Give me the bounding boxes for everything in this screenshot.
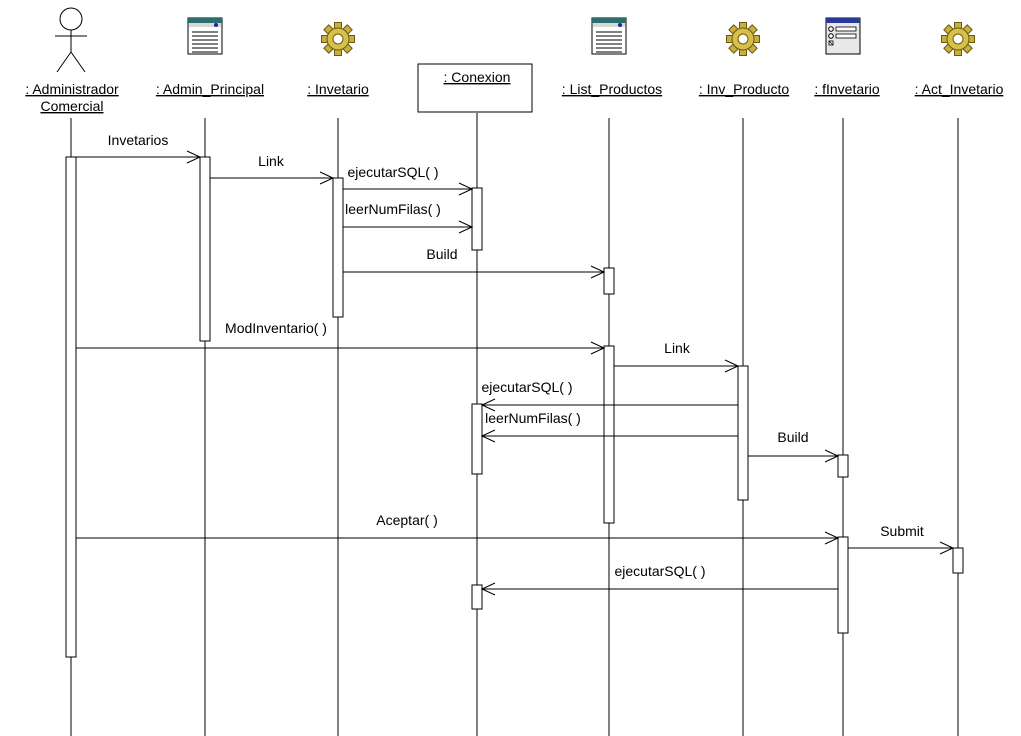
message-12: Submit (848, 523, 955, 555)
activation-bar-finv (837, 454, 849, 478)
message-label: Build (426, 246, 457, 262)
conexion-object-box (417, 63, 533, 113)
message-label: Link (258, 153, 285, 169)
participant-con-label: : Conexion (444, 69, 511, 85)
participant-list-label: : List_Productos (562, 81, 662, 97)
participant-finv-label: : fInvetario (814, 81, 880, 97)
activation-bar-list (603, 345, 615, 524)
message-5: Build (343, 246, 606, 279)
activation-bar-con (471, 187, 483, 251)
gear-icon (726, 22, 760, 56)
message-11: Aceptar( ) (76, 512, 840, 545)
message-7: Link (614, 340, 740, 373)
message-6: ModInventario( ) (76, 320, 606, 355)
participant-admin-label-line2: Comercial (40, 98, 103, 114)
message-8: ejecutarSQL( ) (480, 379, 738, 412)
message-9: leerNumFilas( ) (480, 410, 738, 443)
activation-bar-adminp (199, 156, 211, 342)
participant-inv-label: : Invetario (307, 81, 369, 97)
form-icon (825, 17, 861, 55)
message-label: leerNumFilas( ) (485, 410, 581, 426)
message-label: leerNumFilas( ) (345, 201, 441, 217)
participant-admin-label: : Administrador (25, 81, 119, 97)
web-page-icon (591, 17, 627, 55)
message-label: ejecutarSQL( ) (481, 379, 572, 395)
message-13: ejecutarSQL( ) (480, 563, 838, 596)
gear-icon (321, 22, 355, 56)
message-2: Link (210, 153, 335, 185)
message-label: ejecutarSQL( ) (614, 563, 705, 579)
message-label: Submit (880, 523, 924, 539)
gear-icon (941, 22, 975, 56)
message-label: Build (777, 429, 808, 445)
message-label: Link (664, 340, 691, 356)
activation-bar-invp (737, 365, 749, 501)
web-page-icon (187, 17, 223, 55)
message-3: ejecutarSQL( ) (343, 164, 474, 196)
activation-bar-act (952, 547, 964, 574)
message-label: Invetarios (108, 132, 169, 148)
message-label: ejecutarSQL( ) (347, 164, 438, 180)
participant-act-label: : Act_Invetario (915, 81, 1004, 97)
message-10: Build (748, 429, 840, 463)
participant-invp-label: : Inv_Producto (699, 81, 789, 97)
activation-bar-inv (332, 177, 344, 318)
activation-bar-finv (837, 536, 849, 634)
activation-bar-con (471, 584, 483, 610)
message-4: leerNumFilas( ) (343, 201, 474, 234)
message-label: ModInventario( ) (225, 320, 327, 336)
message-label: Aceptar( ) (376, 512, 437, 528)
stick-figure-icon (55, 7, 87, 73)
activation-bar-admin (65, 156, 77, 658)
activation-bar-con (471, 403, 483, 475)
message-1: Invetarios (76, 132, 202, 164)
activation-bar-list (603, 267, 615, 295)
participant-adminp-label: : Admin_Principal (156, 81, 264, 97)
